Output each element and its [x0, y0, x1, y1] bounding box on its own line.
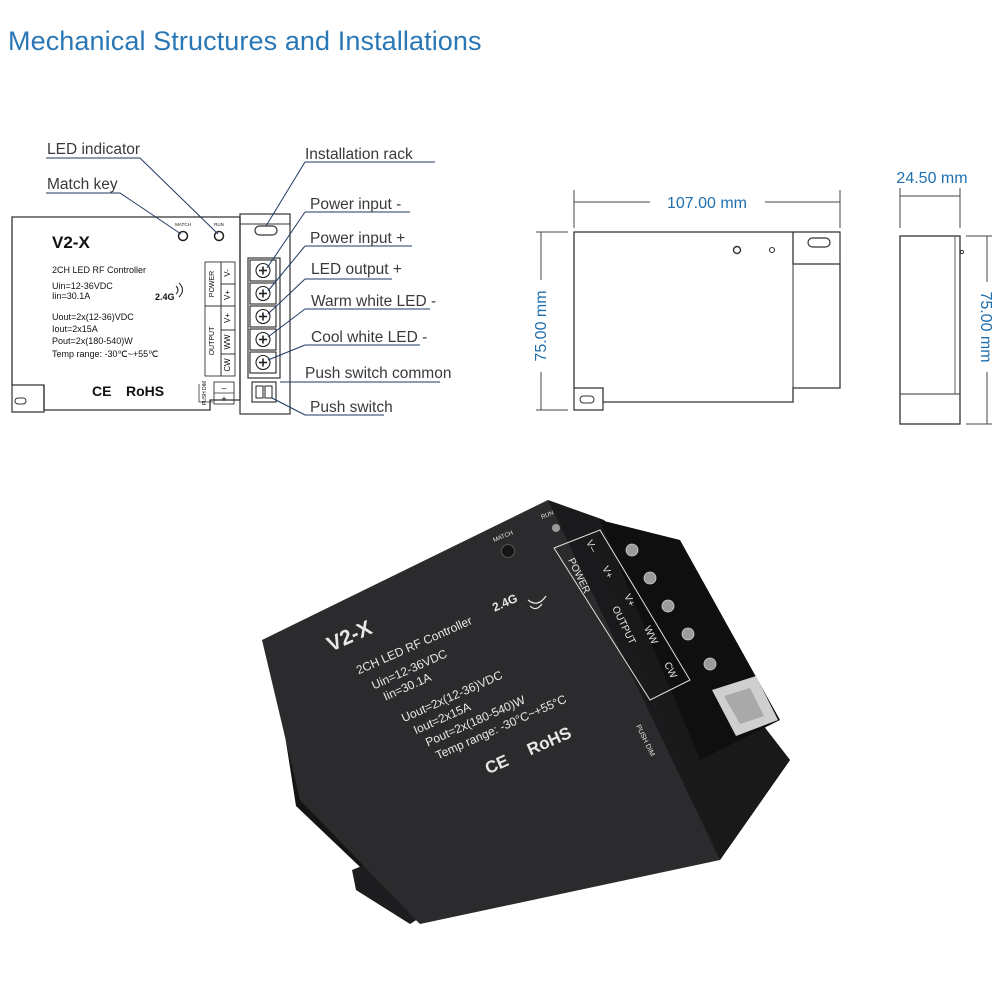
device-temp: Temp range: -30℃~+55℃: [52, 349, 158, 359]
callout-cool-white-neg: Cool white LED -: [311, 329, 427, 346]
photo-match-button: [501, 544, 515, 558]
dimension-side-view: 24.50 mm 75.00 mm: [896, 170, 994, 425]
terminal-label-vneg: V-: [223, 269, 232, 277]
product-photo: MATCH RUN V2-X 2CH LED RF Controller 2.4…: [262, 500, 790, 924]
photo-terminal-screws: [625, 543, 717, 671]
callout-match-key: Match key: [47, 176, 118, 193]
terminal-label-vpos-out: V+: [223, 313, 232, 323]
terminal-label-ww: WW: [223, 334, 232, 350]
front-view-diagram: POWER V- V+ OUTPUT V+ WW CW – + PUSH DIM…: [11, 141, 451, 416]
dim-housing-outline: [573, 231, 841, 403]
device-iout: Iout=2x15A: [52, 324, 98, 334]
led-indicator: [213, 230, 225, 242]
mounting-tab-bottom: [11, 385, 45, 413]
device-subtitle: 2CH LED RF Controller: [52, 265, 146, 275]
photo-led-indicator: [552, 524, 560, 532]
installation-rack-outline: [239, 213, 291, 225]
device-pout: Pout=2x(180-540)W: [52, 336, 133, 346]
rack-slot: [254, 225, 278, 236]
callout-led-indicator: LED indicator: [47, 141, 140, 158]
callout-led-output-pos: LED output +: [311, 261, 402, 278]
dim-side-outline: [899, 235, 961, 425]
device-uin: Uin=12-36VDC: [52, 281, 113, 291]
device-iin: Iin=30.1A: [52, 291, 90, 301]
callout-warm-white-neg: Warm white LED -: [311, 293, 436, 310]
output-group-label: OUTPUT: [209, 326, 216, 356]
dim-depth-label: 24.50 mm: [896, 170, 967, 187]
device-uout: Uout=2x(12-36)VDC: [52, 312, 134, 322]
photo-terminal-vpos-out: V+: [621, 592, 636, 608]
photo-run-label: RUN: [541, 510, 555, 520]
device-model: V2-X: [52, 233, 90, 252]
dimension-front-view: 107.00 mm 75.00 mm: [533, 190, 841, 411]
callout-installation-rack: Installation rack: [305, 146, 413, 163]
wireless-signal-icon: [175, 282, 183, 298]
callout-push-switch-common: Push switch common: [305, 365, 451, 382]
push-minus-label: –: [221, 383, 226, 393]
page-title: Mechanical Structures and Installations: [8, 26, 482, 56]
photo-terminal-vneg: V–: [583, 538, 598, 554]
dim-led-indicator: [732, 245, 742, 255]
callout-push-switch: Push switch: [310, 399, 393, 416]
push-switch-connector: [251, 381, 277, 403]
device-frequency: 2.4G: [155, 292, 175, 302]
ce-mark: CE: [92, 383, 111, 399]
photo-terminal-vpos: V+: [599, 564, 614, 580]
dim-height-front-label: 75.00 mm: [533, 290, 550, 361]
power-group-label: POWER: [209, 271, 216, 297]
run-label: RUN: [214, 222, 224, 227]
callout-power-input-neg: Power input -: [310, 196, 401, 213]
dim-length-label: 107.00 mm: [667, 195, 747, 212]
dim-height-side-label: 75.00 mm: [977, 291, 994, 362]
terminal-label-cw: CW: [223, 358, 232, 372]
callout-power-input-pos: Power input +: [310, 230, 405, 247]
callout-leader-lines: [46, 157, 440, 416]
push-plus-label: +: [221, 394, 226, 404]
push-dim-label: PUSH DIM: [202, 381, 208, 405]
match-label: MATCH: [175, 222, 191, 227]
rohs-mark: RoHS: [126, 383, 164, 399]
terminal-label-vpos: V+: [223, 290, 232, 300]
photo-wireless-signal-icon: [527, 595, 547, 610]
